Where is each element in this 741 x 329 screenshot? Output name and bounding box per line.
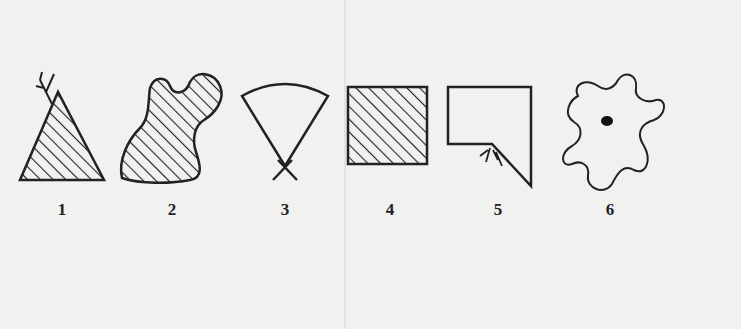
fan-shape xyxy=(242,84,328,180)
callout-number: 1 xyxy=(58,200,67,220)
callout-number: 4 xyxy=(386,200,395,220)
blob-shape xyxy=(121,74,222,183)
callout-number: 5 xyxy=(494,200,503,220)
callout-number: 3 xyxy=(281,200,290,220)
callout-number: 2 xyxy=(168,200,177,220)
page-fold xyxy=(344,0,346,329)
callout-number: 6 xyxy=(606,200,615,220)
amoeba-shape xyxy=(563,74,664,189)
triangle-shape xyxy=(20,72,104,180)
notched-shape xyxy=(448,87,531,186)
square-shape xyxy=(348,87,427,164)
